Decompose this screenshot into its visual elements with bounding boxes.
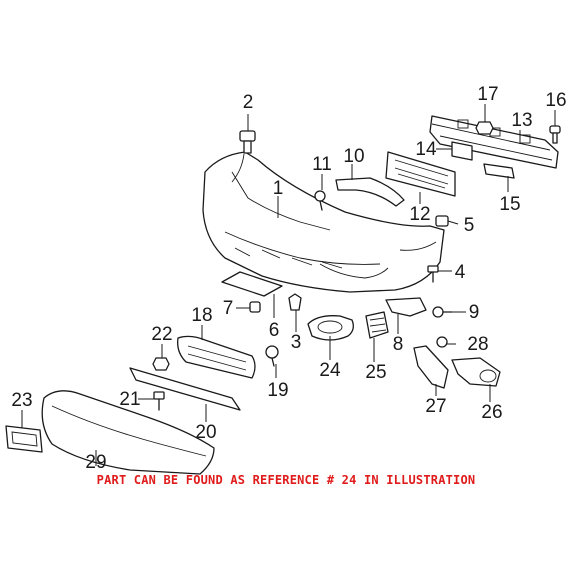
callout-16: 16 bbox=[545, 90, 566, 111]
pad-14 bbox=[451, 141, 473, 161]
callout-7: 7 bbox=[223, 298, 234, 319]
callout-29: 29 bbox=[85, 452, 106, 473]
screw-4 bbox=[427, 265, 439, 283]
lower-trim-strip bbox=[129, 367, 241, 411]
fog-light bbox=[365, 311, 389, 339]
callout-20: 20 bbox=[195, 422, 216, 443]
clip-3 bbox=[288, 293, 302, 311]
callout-4: 4 bbox=[455, 262, 466, 283]
callout-27: 27 bbox=[425, 396, 446, 417]
callout-23: 23 bbox=[11, 390, 32, 411]
bracket-assembly-26 bbox=[451, 357, 501, 387]
callout-22: 22 bbox=[151, 324, 172, 345]
callout-11: 11 bbox=[312, 154, 332, 175]
retainer-7 bbox=[249, 301, 261, 313]
plate-6 bbox=[221, 271, 283, 297]
side-bracket-27 bbox=[413, 345, 449, 389]
screw-19 bbox=[265, 345, 279, 367]
callout-15: 15 bbox=[499, 194, 520, 215]
leader-lines bbox=[21, 104, 556, 466]
callout-26: 26 bbox=[481, 402, 502, 423]
reinforcement-bar bbox=[429, 115, 559, 169]
bracket-8 bbox=[385, 297, 427, 317]
bolt-16 bbox=[549, 125, 561, 144]
callout-13: 13 bbox=[511, 110, 532, 131]
bumper-cover bbox=[202, 151, 445, 293]
callout-28: 28 bbox=[467, 334, 488, 355]
bolt-21 bbox=[153, 391, 165, 411]
bracket-15 bbox=[483, 163, 515, 179]
reference-note: PART CAN BE FOUND AS REFERENCE # 24 IN I… bbox=[97, 473, 476, 487]
nut-22 bbox=[152, 357, 170, 371]
callout-25: 25 bbox=[365, 362, 386, 383]
callout-numbers: 2 17 16 13 11 10 14 1 12 15 5 4 7 6 3 18… bbox=[11, 84, 566, 473]
nut-17 bbox=[475, 121, 494, 135]
lower-spoiler bbox=[41, 390, 215, 475]
callout-21: 21 bbox=[119, 389, 140, 410]
callout-6: 6 bbox=[269, 320, 280, 341]
callout-2: 2 bbox=[243, 92, 254, 113]
clip-2 bbox=[239, 130, 256, 154]
fog-light-bezel bbox=[307, 315, 354, 341]
callout-17: 17 bbox=[477, 84, 498, 105]
callout-3: 3 bbox=[291, 332, 302, 353]
lower-grille bbox=[177, 335, 256, 379]
callout-18: 18 bbox=[191, 305, 212, 326]
license-bracket bbox=[5, 425, 43, 453]
callout-19: 19 bbox=[267, 380, 288, 401]
side-bracket-10 bbox=[335, 177, 405, 207]
bolt-11 bbox=[314, 190, 326, 211]
callout-8: 8 bbox=[393, 334, 404, 355]
clip-5 bbox=[435, 215, 449, 227]
callout-1: 1 bbox=[273, 178, 284, 199]
callout-14: 14 bbox=[415, 139, 437, 160]
callout-24: 24 bbox=[319, 360, 341, 381]
energy-absorber bbox=[385, 151, 456, 197]
bolt-28 bbox=[436, 336, 448, 348]
callout-12: 12 bbox=[409, 204, 430, 225]
callout-5: 5 bbox=[464, 215, 475, 236]
screw-9 bbox=[432, 306, 453, 318]
callout-9: 9 bbox=[469, 302, 480, 323]
callout-10: 10 bbox=[343, 146, 364, 167]
